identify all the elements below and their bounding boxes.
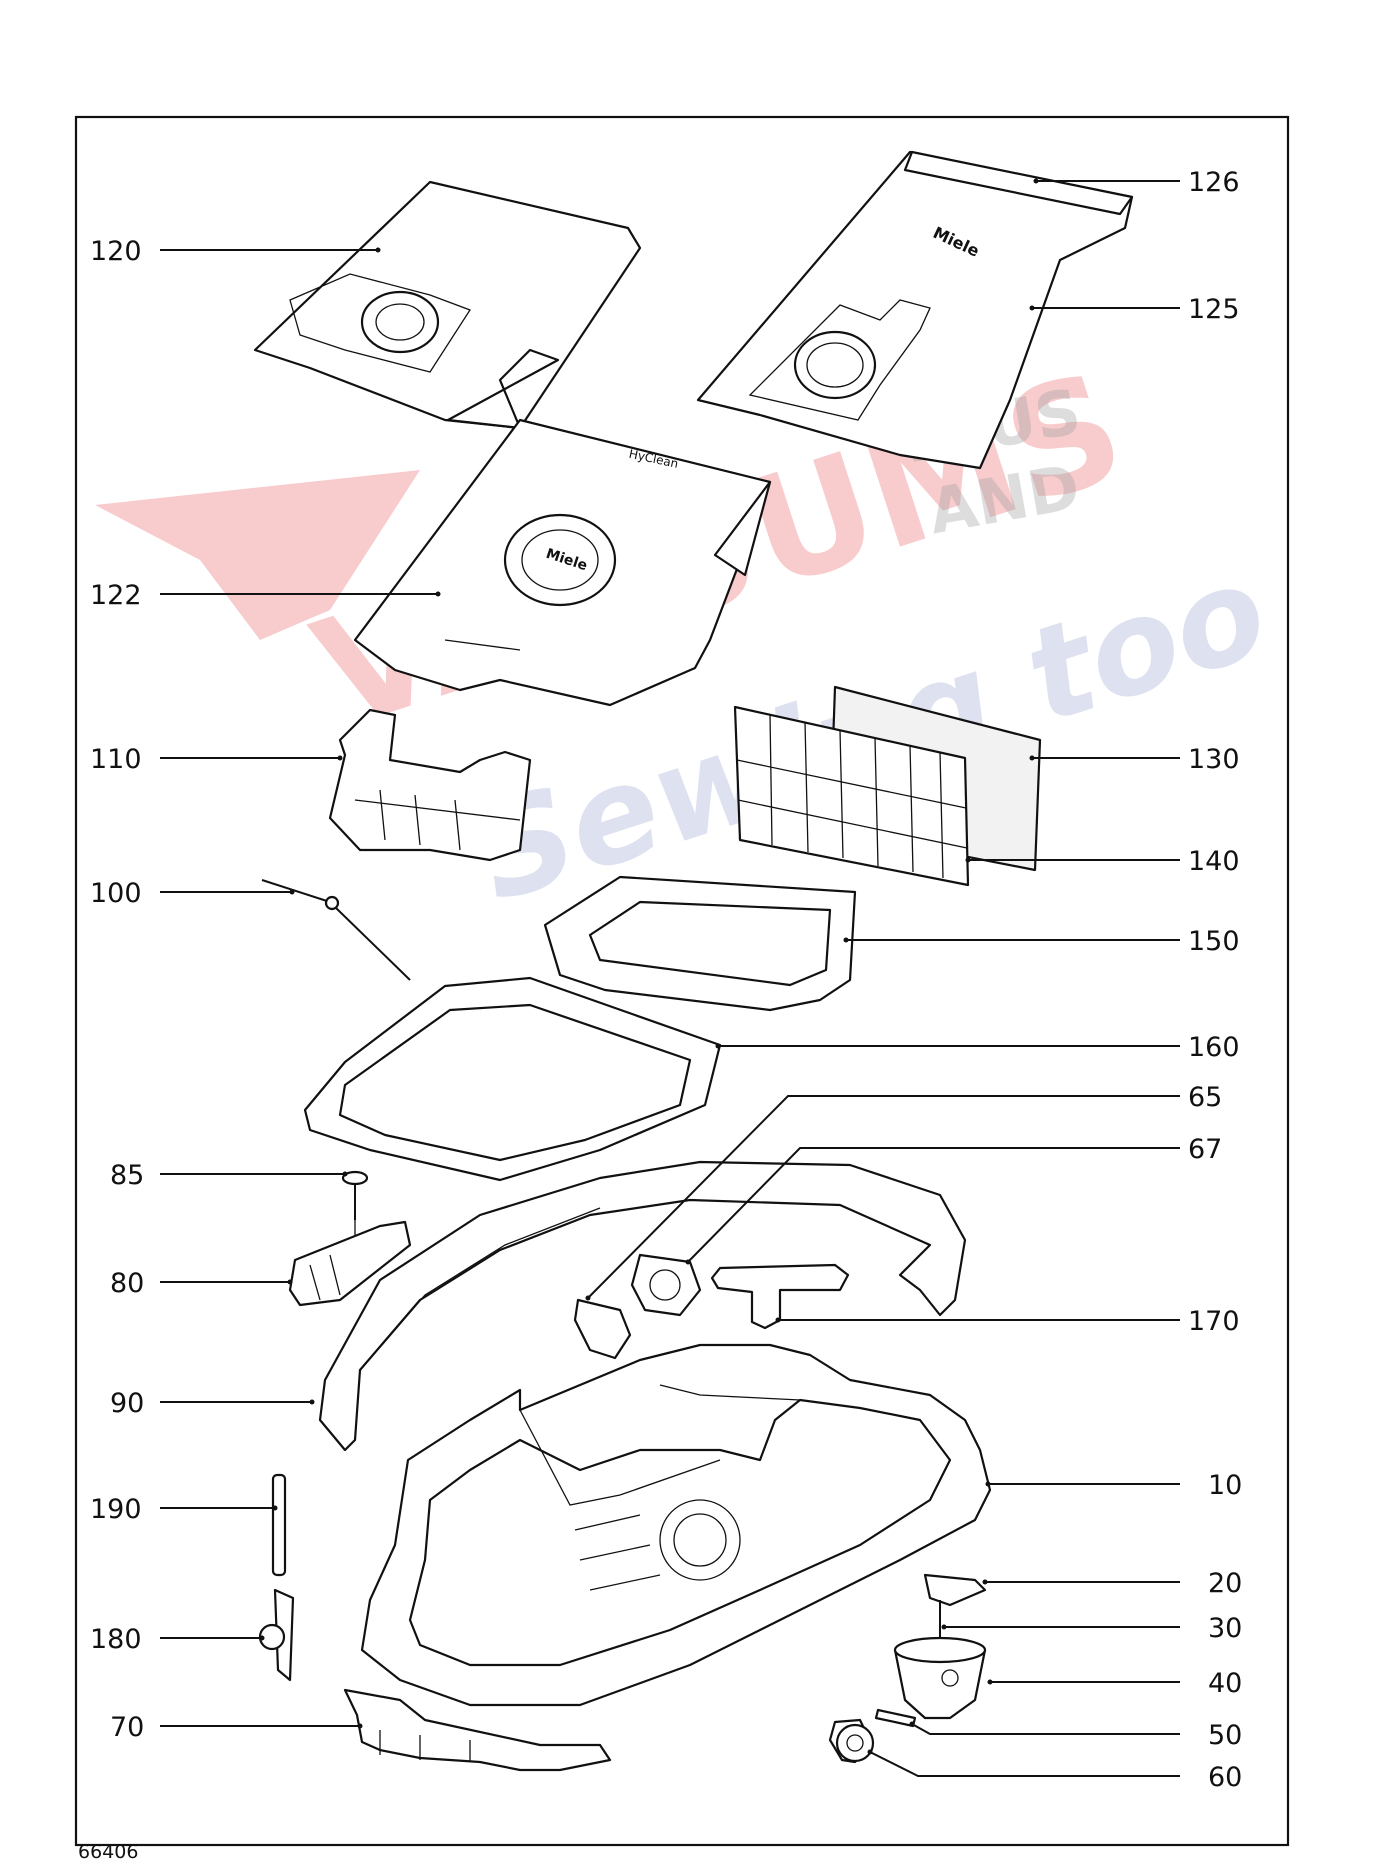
part-122-hyclean-bag: HyClean Miele	[353, 418, 772, 707]
svg-text:85: 85	[110, 1160, 144, 1191]
callout-85: 85	[110, 1160, 348, 1191]
callout-150: 150	[843, 926, 1240, 957]
svg-text:20: 20	[1208, 1568, 1242, 1599]
svg-text:100: 100	[90, 878, 142, 909]
part-65-cover	[573, 1298, 632, 1360]
svg-text:67: 67	[1188, 1134, 1222, 1165]
part-70-front-plate	[343, 1688, 612, 1772]
part-40-caster	[893, 1636, 987, 1720]
part-170-tube	[710, 1263, 850, 1330]
svg-text:125: 125	[1188, 294, 1240, 325]
svg-text:50: 50	[1208, 1720, 1242, 1751]
callout-100: 100	[90, 878, 295, 909]
part-190-tube	[271, 1473, 287, 1577]
svg-text:122: 122	[90, 580, 142, 611]
callout-30: 30	[941, 1613, 1242, 1644]
part-125-126-dust-bag: Miele	[696, 150, 1134, 470]
callout-50: 50	[909, 1720, 1242, 1751]
watermark-swoosh	[95, 470, 420, 640]
svg-text:170: 170	[1188, 1306, 1240, 1337]
svg-text:10: 10	[1208, 1470, 1242, 1501]
callout-20: 20	[982, 1568, 1242, 1599]
part-67-socket	[630, 1253, 702, 1317]
part-20-bracket	[923, 1573, 987, 1607]
callout-120: 120	[90, 236, 381, 267]
callout-80: 80	[110, 1268, 293, 1299]
callout-126: 126	[1033, 167, 1240, 198]
svg-text:65: 65	[1188, 1082, 1222, 1113]
callouts: 120 126 125 122 110 130 140 100 150 160 …	[90, 167, 1242, 1793]
part-80-latch	[288, 1220, 412, 1307]
callout-10: 10	[985, 1470, 1242, 1501]
svg-text:126: 126	[1188, 167, 1240, 198]
svg-text:40: 40	[1208, 1668, 1242, 1699]
part-180-valve	[258, 1588, 295, 1682]
part-100-spring	[261, 879, 411, 981]
callout-110: 110	[90, 744, 343, 775]
svg-text:90: 90	[110, 1388, 144, 1419]
callout-125: 125	[1029, 294, 1240, 325]
svg-text:160: 160	[1188, 1032, 1240, 1063]
part-10-housing	[360, 1343, 992, 1707]
callout-130: 130	[1029, 744, 1240, 775]
svg-text:110: 110	[90, 744, 142, 775]
part-140-filter-grille	[733, 705, 970, 887]
svg-text:130: 130	[1188, 744, 1240, 775]
callout-160: 160	[715, 1032, 1240, 1063]
svg-text:30: 30	[1208, 1613, 1242, 1644]
svg-text:150: 150	[1188, 926, 1240, 957]
callout-40: 40	[987, 1668, 1242, 1699]
callout-140: 140	[965, 846, 1240, 877]
part-60-wheel	[828, 1718, 875, 1764]
part-120-dust-bag	[253, 180, 642, 430]
figure-number: 66406	[78, 1841, 138, 1863]
part-160-seal-frame	[303, 976, 722, 1182]
svg-text:190: 190	[90, 1494, 142, 1525]
svg-text:70: 70	[110, 1712, 144, 1743]
part-150-seal	[543, 875, 857, 1012]
callout-70: 70	[110, 1712, 363, 1743]
callout-67: 67	[685, 1134, 1222, 1265]
callout-90: 90	[110, 1388, 315, 1419]
svg-text:60: 60	[1208, 1762, 1242, 1793]
callout-170: 170	[775, 1306, 1240, 1337]
part-110-bag-holder	[328, 708, 532, 862]
part-50-axle	[874, 1708, 917, 1728]
part-90-bumper	[318, 1160, 967, 1452]
svg-text:180: 180	[90, 1624, 142, 1655]
svg-text:120: 120	[90, 236, 142, 267]
diagram-frame	[74, 115, 1290, 1847]
callout-65: 65	[585, 1082, 1222, 1301]
svg-text:80: 80	[110, 1268, 144, 1299]
callout-190: 190	[90, 1494, 278, 1525]
svg-text:140: 140	[1188, 846, 1240, 877]
callout-60: 60	[867, 1749, 1242, 1793]
callout-180: 180	[90, 1624, 265, 1655]
callout-122: 122	[90, 580, 441, 611]
